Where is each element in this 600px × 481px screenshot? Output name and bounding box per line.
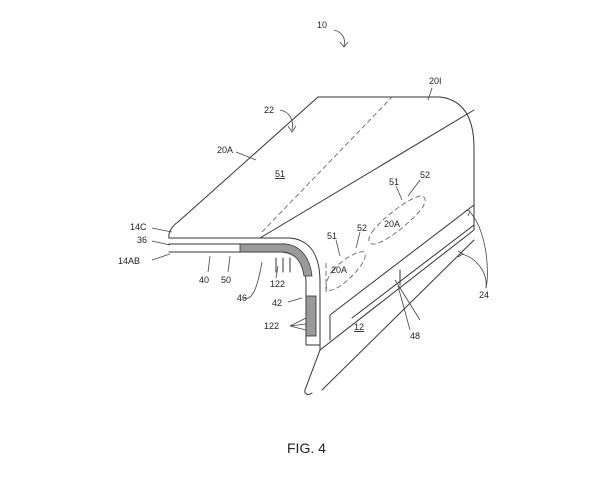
label-20i: 20I	[429, 76, 442, 86]
label-51-top: 51	[275, 169, 285, 179]
fold-line	[261, 96, 393, 233]
label-24: 24	[479, 290, 489, 300]
internal-structure	[239, 243, 317, 337]
label-52-mid: 52	[420, 170, 430, 180]
label-51-mid: 51	[389, 177, 399, 187]
label-10: 10	[317, 20, 327, 30]
label-14ab: 14AB	[118, 256, 140, 266]
figure-caption: FIG. 4	[287, 440, 326, 456]
label-40: 40	[199, 275, 209, 285]
label-22: 22	[264, 105, 274, 115]
label-42: 42	[272, 298, 282, 308]
label-51-low: 51	[327, 231, 337, 241]
region-20a-low	[325, 251, 366, 291]
label-122-b: 122	[264, 321, 279, 331]
label-122-a: 122	[270, 279, 285, 289]
label-20a-top: 20A	[217, 145, 233, 155]
leader-lines	[151, 29, 488, 331]
label-50: 50	[221, 275, 231, 285]
reference-labels: 10 20I 22 20A 51 51 52 20A 52 51 20A 14C…	[118, 20, 489, 341]
label-20a-mid: 20A	[384, 219, 400, 229]
label-36: 36	[137, 235, 147, 245]
label-20a-low: 20A	[331, 265, 347, 275]
label-48: 48	[410, 331, 420, 341]
device-outline	[168, 96, 475, 395]
label-46: 46	[237, 293, 247, 303]
label-52-low: 52	[357, 223, 367, 233]
region-20a-mid	[368, 195, 426, 245]
label-14c: 14C	[130, 222, 147, 232]
label-12: 12	[354, 322, 364, 332]
